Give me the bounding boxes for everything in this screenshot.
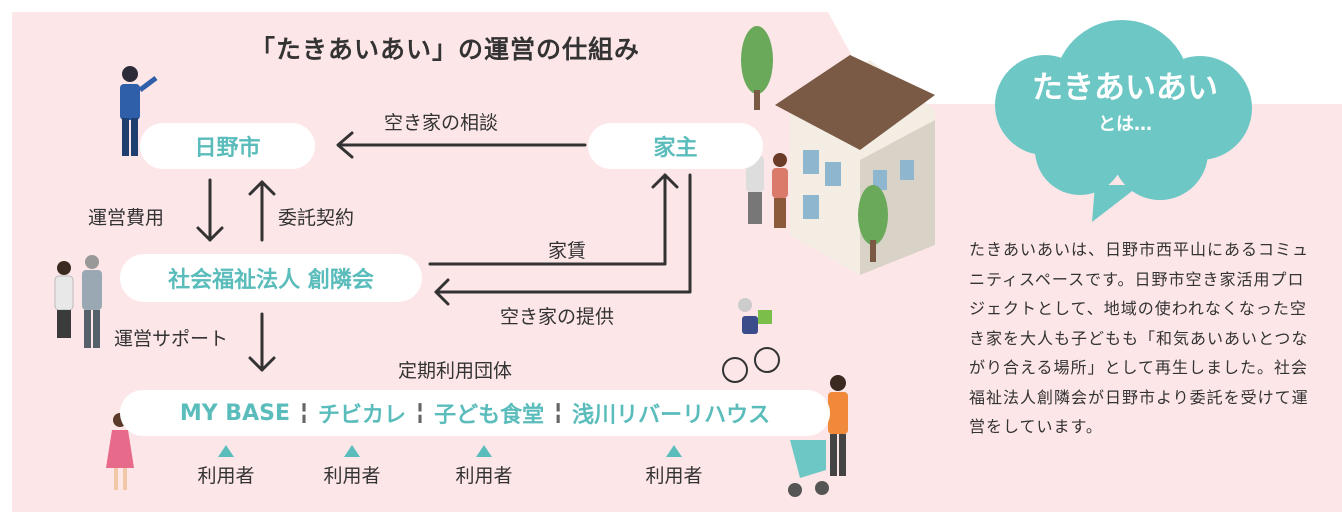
cloud-title: たきあいあい [1032, 70, 1218, 106]
house-icon [775, 55, 935, 275]
label-consult: 空き家の相談 [384, 112, 499, 134]
arrow-provide [434, 173, 692, 294]
user-label: 利用者 [624, 445, 724, 488]
triangle-up-icon [476, 445, 492, 457]
user-label: 利用者 [176, 445, 276, 488]
label-regular: 定期利用団体 [398, 360, 513, 382]
label-support: 運営サポート [114, 328, 229, 350]
cyclist-icon [722, 298, 780, 383]
group-item: 子ども食堂 [434, 403, 545, 428]
label-contract: 委託契約 [278, 207, 355, 229]
description-text: たきあいあいは、日野市西平山にあるコミュニティスペースです。日野市空き家活用プロ… [969, 240, 1310, 436]
stroller-parent-icon [788, 375, 848, 497]
group-separator: ╏ [552, 401, 565, 425]
group-item: MY BASE [179, 400, 290, 426]
arrow-rent [428, 173, 667, 266]
node-corp: 社会福祉法人 創隣会 [120, 254, 422, 302]
group-separator: ╏ [414, 401, 427, 425]
diagram-title: 「たきあいあい」の運営の仕組み [250, 35, 641, 64]
user-label: 利用者 [302, 445, 402, 488]
person-man-icon [120, 66, 158, 156]
triangle-up-icon [218, 445, 234, 457]
node-owner: 家主 [588, 123, 763, 169]
triangle-up-icon [344, 445, 360, 457]
label-cost: 運営費用 [88, 207, 165, 229]
group-separator: ╏ [297, 401, 311, 425]
group-item: チビカレ [318, 403, 407, 428]
tree-icon [741, 26, 888, 262]
speech-cloud-icon [995, 20, 1252, 222]
label-provide: 空き家の提供 [500, 306, 615, 328]
triangle-up-icon [666, 445, 682, 457]
group-item: 浅川リバーリハウス [572, 403, 771, 428]
label-rent: 家賃 [548, 240, 587, 262]
group-list: MY BASE ╏ チビカレ ╏ 子ども食堂 ╏ 浅川リバーリハウス [120, 390, 830, 436]
couple-icon [54, 255, 102, 348]
cloud-subtitle: とは… [1098, 114, 1152, 135]
user-label: 利用者 [434, 445, 534, 488]
node-hino: 日野市 [140, 123, 315, 169]
